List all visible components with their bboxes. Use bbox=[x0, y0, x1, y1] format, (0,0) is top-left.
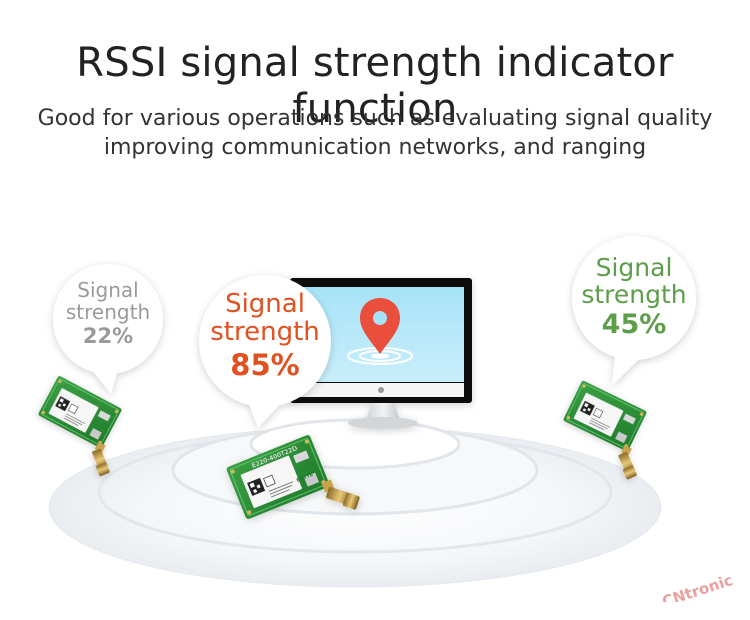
bubble-left-label-1: Signal bbox=[77, 278, 139, 302]
bubble-left-label-2: strength bbox=[65, 299, 151, 324]
bubble-right-label-1: Signal bbox=[595, 253, 673, 282]
bubble-center-label-1: Signal bbox=[225, 289, 305, 319]
cntronic-watermark: CNtronic bbox=[660, 572, 735, 602]
location-pin-icon bbox=[347, 298, 413, 365]
subtitle-line-1: Good for various operations such as eval… bbox=[37, 106, 713, 131]
bubble-right-value: 45% bbox=[601, 309, 667, 340]
bubble-left-value: 22% bbox=[82, 324, 134, 349]
bubble-center bbox=[199, 275, 331, 428]
bubble-right-text: Signal strength 45% bbox=[569, 254, 699, 339]
subtitle-line-2: improving communication networks, and ra… bbox=[103, 135, 647, 160]
bubble-left-text: Signal strength 22% bbox=[58, 278, 158, 349]
bubble-center-text: Signal strength 85% bbox=[200, 290, 330, 381]
page-title: RSSI signal strength indicator function bbox=[76, 40, 674, 132]
bubble-right bbox=[572, 236, 696, 386]
page-subtitle: Good for various operations such as eval… bbox=[0, 104, 750, 162]
bubble-center-value: 85% bbox=[230, 348, 300, 383]
bubble-right-label-2: strength bbox=[581, 280, 687, 309]
watermark-text: CNtronic bbox=[660, 572, 735, 602]
bubble-left bbox=[53, 264, 163, 394]
bubble-center-label-2: strength bbox=[210, 317, 320, 348]
